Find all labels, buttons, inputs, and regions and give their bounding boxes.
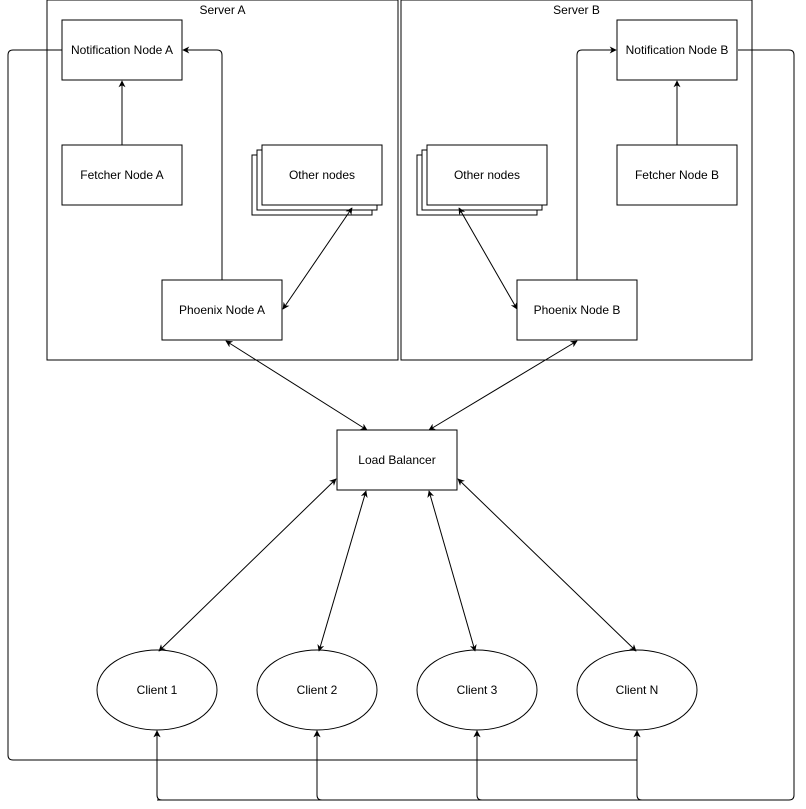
edge-load-balancer-client-n bbox=[457, 478, 637, 652]
edge-load-balancer-client-2 bbox=[317, 490, 368, 652]
edge-notification-a-bus bbox=[7, 49, 637, 761]
edge-notification-b-client-2 bbox=[313, 730, 323, 801]
client-1: Client 1 bbox=[96, 649, 218, 731]
edge-load-balancer-client-3 bbox=[427, 490, 477, 652]
client-n-label: Client N bbox=[616, 683, 659, 697]
phoenix-node-a: Phoenix Node A bbox=[161, 279, 283, 341]
fetcher-node-a: Fetcher Node A bbox=[61, 144, 183, 206]
edge-phoenix-b-to-notification-b bbox=[576, 46, 617, 280]
other-nodes-b-label: Other nodes bbox=[454, 168, 520, 182]
load-balancer: Load Balancer bbox=[336, 429, 458, 491]
edge-phoenix-a-other-nodes-a bbox=[282, 207, 353, 310]
phoenix-node-b-label: Phoenix Node B bbox=[534, 303, 621, 317]
client-3-label: Client 3 bbox=[457, 683, 498, 697]
edge-phoenix-a-to-notification-a bbox=[182, 46, 223, 280]
server-a-label: Server A bbox=[199, 3, 245, 17]
server-b-label: Server B bbox=[553, 3, 600, 17]
notification-node-a: Notification Node A bbox=[61, 19, 183, 81]
edge-notification-b-client-n bbox=[633, 730, 643, 801]
phoenix-node-a-label: Phoenix Node A bbox=[179, 303, 265, 317]
other-nodes-b-stack: Other nodes bbox=[416, 144, 548, 216]
edge-notification-b-bus bbox=[157, 49, 795, 801]
client-n: Client N bbox=[576, 649, 698, 731]
edge-load-balancer-client-1 bbox=[158, 478, 337, 652]
edge-phoenix-b-load-balancer bbox=[428, 340, 578, 431]
edge-notification-b-client-3 bbox=[473, 730, 483, 801]
client-1-label: Client 1 bbox=[137, 683, 178, 697]
fetcher-node-a-label: Fetcher Node A bbox=[80, 168, 163, 182]
load-balancer-label: Load Balancer bbox=[358, 453, 435, 467]
other-nodes-a-stack: Other nodes bbox=[251, 144, 383, 216]
notification-node-b-label: Notification Node B bbox=[626, 43, 729, 57]
phoenix-node-b: Phoenix Node B bbox=[516, 279, 638, 341]
fetcher-node-b-label: Fetcher Node B bbox=[635, 168, 719, 182]
other-nodes-a-label: Other nodes bbox=[289, 168, 355, 182]
fetcher-node-b: Fetcher Node B bbox=[616, 144, 738, 206]
notification-node-a-label: Notification Node A bbox=[71, 43, 173, 57]
client-2-label: Client 2 bbox=[297, 683, 338, 697]
edge-phoenix-a-load-balancer bbox=[225, 340, 368, 431]
client-3: Client 3 bbox=[416, 649, 538, 731]
client-2: Client 2 bbox=[256, 649, 378, 731]
edge-notification-b-client-1 bbox=[153, 730, 163, 801]
edge-phoenix-b-other-nodes-b bbox=[458, 207, 518, 310]
notification-node-b: Notification Node B bbox=[616, 19, 738, 81]
